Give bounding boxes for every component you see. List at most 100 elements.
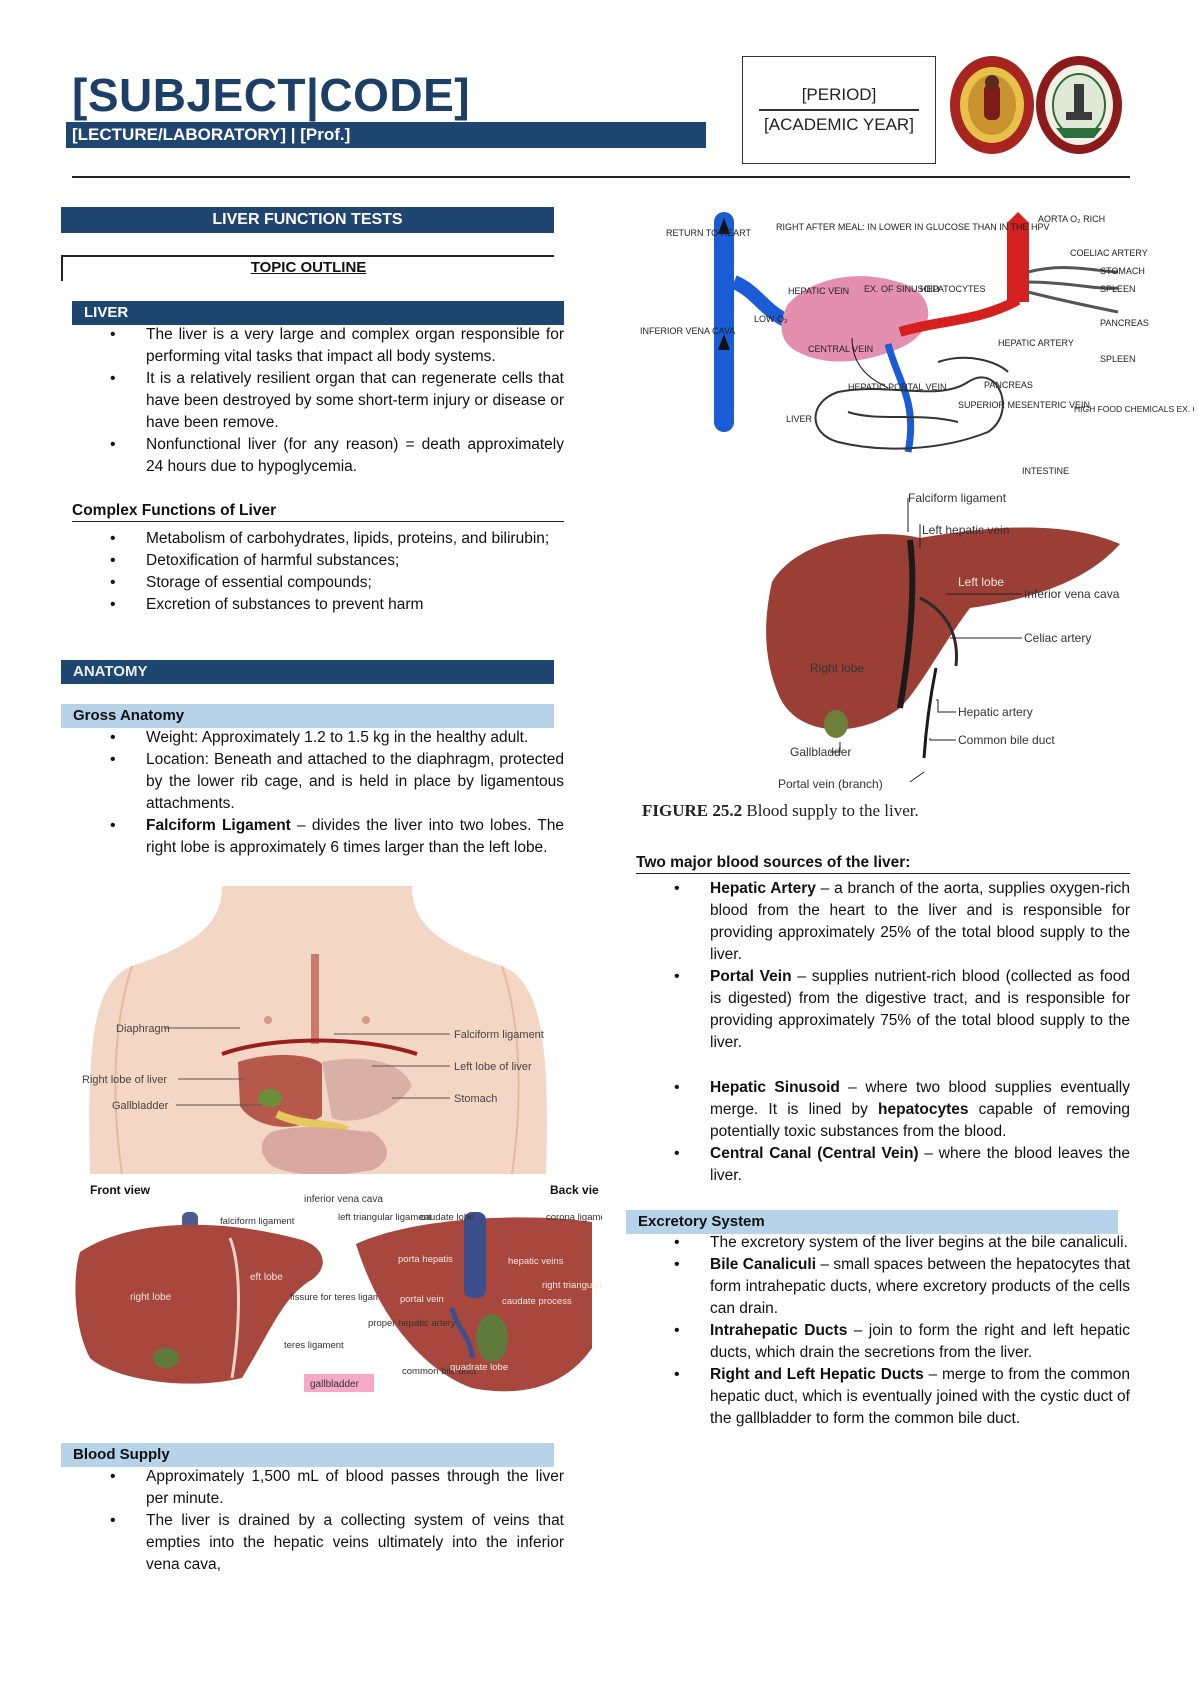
figure-caption: FIGURE 25.2 Blood supply to the liver. [642,801,1142,821]
list-item: Approximately 1,500 mL of blood passes t… [72,1466,564,1510]
hepatic-ducts-term: Right and Left Hepatic Ducts [710,1366,924,1383]
front-left-lobe-label: eft lobe [250,1272,283,1283]
list-item: Nonfunctional liver (for any reason) = d… [72,434,564,478]
front-falciform-label: falciform ligament [220,1216,295,1227]
sinusoid-text-b: capable of removing potentially toxic su… [710,1101,1130,1140]
torso-diaphragm-label: Diaphragm [116,1023,170,1035]
blood-supply-heading: Blood Supply [61,1443,554,1467]
coeliac-label: COELIAC ARTERY [1070,248,1148,258]
falciform-text: – divides the liver into two lobes. The … [146,817,565,856]
return-heart-label: RETURN TO HEART [666,228,752,238]
anatomy-heading: ANATOMY [61,660,554,684]
two-sources-heading: Two major blood sources of the liver: [636,854,1130,874]
high-food-label: HIGH FOOD CHEMICALS EX. GLUCOSE, RIGHT A… [1074,404,1194,414]
gallbladder-tag: gallbladder [310,1379,360,1390]
central-vein-label: CENTRAL VEIN [808,344,873,354]
return-heart-text: RETURN TO HEART [666,228,752,238]
sinusoid-bullets: Hepatic Sinusoid – where two blood suppl… [636,1077,1130,1187]
list-item: It is a relatively resilient organ that … [72,368,564,434]
hepatic-artery-circ-label: HEPATIC ARTERY [998,338,1074,348]
torso-left-lobe-label: Left lobe of liver [454,1061,532,1073]
porta-hepatis-label: porta hepatis [398,1254,453,1265]
front-falciform-text: falciform ligament [220,1216,295,1227]
spleen-label-1: SPLEEN [1100,284,1136,294]
hepatocytes-term: hepatocytes [878,1101,969,1118]
caudate-process-label: caudate process [502,1296,572,1307]
portal-vein-label: portal vein [400,1294,444,1305]
sinusoid-text-a: – where two blood supplies eventually me… [710,1079,1130,1118]
list-item: Metabolism of carbohydrates, lipids, pro… [72,528,564,550]
ivc-circ-label: INFERIOR VENA CAVA [640,326,735,336]
topic-outline-heading: TOPIC OUTLINE [250,259,367,276]
portal-vein-diag-label: Portal vein (branch) [778,777,883,791]
fissure-label: fissure for teres ligament [290,1292,394,1303]
lecture-line: [LECTURE/LABORATORY] | [Prof.] [66,122,706,148]
list-item: The excretory system of the liver begins… [636,1232,1130,1254]
bile-canaliculi-term: Bile Canaliculi [710,1256,817,1273]
ex-sinusoid-label: EX. OF SINUSOID [864,284,940,294]
right-lobe-diag-label: Right lobe [810,661,864,675]
intrahepatic-term: Intrahepatic Ducts [710,1322,848,1339]
list-item: Storage of essential compounds; [72,572,564,594]
common-bile-label: common bile duct [402,1366,477,1377]
liver-blood-diagram: Falciform ligament Left hepatic vein Lef… [760,488,1180,796]
intrahepatic-text: – join to form the right and left hepati… [710,1322,1130,1361]
excretory-heading: Excretory System [626,1210,1118,1234]
circulation-diagram: RETURN TO HEART RIGHT AFTER MEAL: IN LOW… [638,212,1200,488]
low-o2-label: LOW O₂ [754,314,788,324]
list-item: Right and Left Hepatic Ducts – merge to … [636,1364,1130,1430]
list-item: Weight: Approximately 1.2 to 1.5 kg in t… [72,727,564,749]
topic-outline-box: TOPIC OUTLINE [61,255,554,281]
list-item: Excretion of substances to prevent harm [72,594,564,616]
quadrate-label: quadrate lobe [450,1362,508,1373]
ivc-diag-label: Inferior vena cava [1024,587,1120,601]
gallbladder-diag-label: Gallbladder [790,745,851,759]
torso-diagram: Diaphragm Right lobe of liver Gallbladde… [72,886,564,1175]
liver-views-diagram: Front view Back vie inferior vena cava r… [72,1178,642,1408]
gross-anatomy-heading: Gross Anatomy [61,704,554,728]
university-seal [948,54,1036,156]
two-sources-bullets: Hepatic Artery – a branch of the aorta, … [636,878,1130,1054]
right-after-meal-label: RIGHT AFTER MEAL: IN LOWER IN GLUCOSE TH… [776,222,1050,232]
hepatic-artery-diag-label: Hepatic artery [958,705,1033,719]
document-title: LIVER FUNCTION TESTS [61,207,554,233]
torso-right-lobe-label: Right lobe of liver [82,1074,167,1086]
celiac-diag-label: Celiac artery [1024,631,1091,645]
torso-falciform-label: Falciform ligament [454,1029,544,1041]
torso-stomach-label: Stomach [454,1093,497,1105]
falciform-diag-label: Falciform ligament [908,491,1007,505]
list-item: Central Canal (Central Vein) – where the… [636,1143,1130,1187]
portal-vein-text: – supplies nutrient-rich blood (collecte… [710,968,1130,1051]
hepatic-ducts-text: – merge to from the common hepatic duct,… [710,1366,1130,1427]
aorta-label: AORTA O₂ RICH [1038,214,1105,224]
hepatic-artery-term: Hepatic Artery [710,880,816,897]
complex-functions-heading: Complex Functions of Liver [72,502,564,522]
list-item: Portal Vein – supplies nutrient-rich blo… [636,966,1130,1054]
list-item: Location: Beneath and attached to the di… [72,749,564,815]
left-triangular-label: left triangular ligament [338,1212,432,1223]
common-bile-diag-label: Common bile duct [958,733,1055,747]
academic-year: [ACADEMIC YEAR] [764,115,914,134]
hepatic-veins-label: hepatic veins [508,1256,564,1267]
ivc-label: inferior vena cava [304,1194,383,1205]
list-item: The liver is drained by a collecting sys… [72,1510,564,1576]
spleen-label-2: SPLEEN [1100,354,1136,364]
hepatic-vein-label: HEPATIC VEIN [788,286,849,296]
front-right-lobe-label: right lobe [130,1292,172,1303]
blood-supply-bullets: Approximately 1,500 mL of blood passes t… [72,1466,564,1576]
excretory-bullets: The excretory system of the liver begins… [636,1232,1130,1430]
period: [PERIOD] [801,85,877,104]
liver-bullets: The liver is a very large and complex or… [72,324,564,478]
left-hepatic-vein-label: Left hepatic vein [922,523,1009,537]
hepatic-artery-text: – a branch of the aorta, supplies oxygen… [710,880,1130,963]
header-divider [72,176,1130,178]
list-item: Falciform Ligament – divides the liver i… [72,815,564,859]
figure-number: FIGURE 25.2 [642,801,743,820]
hepatocytes-label: HEPATOCYTES [920,284,986,294]
hepatic-portal-label: HEPATIC PORTAL VEIN [848,382,947,392]
list-item: The liver is a very large and complex or… [72,324,564,368]
left-lobe-diag-label: Left lobe [958,575,1004,589]
intestine-label: INTESTINE [1022,466,1069,476]
stomach-label: STOMACH [1100,266,1145,276]
list-item: Intrahepatic Ducts – join to form the ri… [636,1320,1130,1364]
